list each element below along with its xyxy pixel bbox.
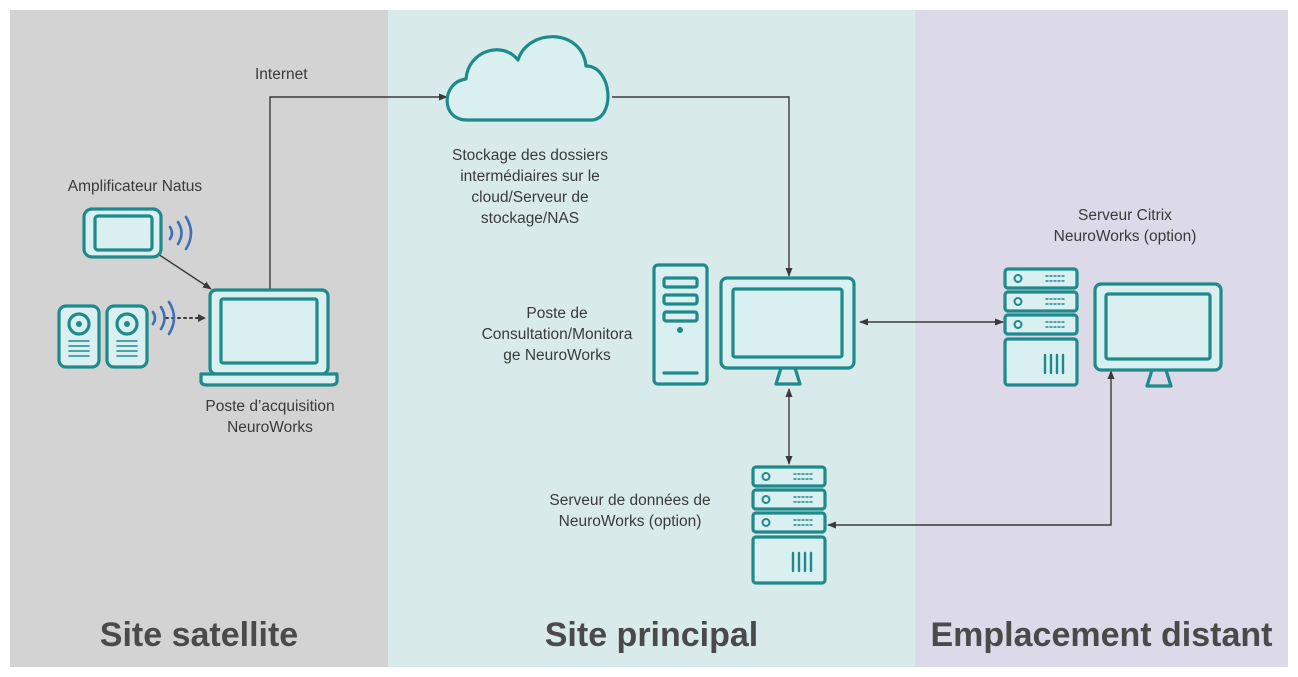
camera-wireless-icon (151, 300, 176, 336)
cloud-to-station-connector (612, 96, 793, 277)
dotted-link-arrowhead (198, 314, 206, 322)
citrix-server-label: Serveur Citrix NeuroWorks (option) (1053, 207, 1197, 245)
zone-title-remote: Emplacement distant (930, 616, 1273, 654)
dataserver-to-remote-connector (827, 370, 1115, 529)
storage-label: Stockage des dossiers intermédiaires sur… (452, 147, 608, 227)
review-station-label: Poste de Consultation/Monitora ge NeuroW… (481, 305, 633, 364)
desktop-tower-icon (652, 263, 709, 386)
internet-connector (269, 93, 448, 290)
acquisition-station-label: Poste d’acquisition NeuroWorks (205, 398, 335, 436)
amplifier-icon (82, 207, 193, 259)
amplifier-to-laptop-connector (157, 253, 212, 290)
camera-right-icon (105, 304, 149, 369)
main-monitor-icon (719, 276, 856, 386)
camera-left-icon (57, 304, 101, 369)
data-server-icon (751, 465, 827, 585)
cloud-icon (445, 35, 610, 122)
remote-monitor-icon (1093, 282, 1223, 388)
zone-title-satellite: Site satellite (99, 616, 299, 654)
internet-label: Internet (255, 66, 308, 83)
amplifier-label: Amplificateur Natus (67, 178, 203, 195)
zone-title-main: Site principal (544, 616, 759, 654)
laptop-icon (199, 288, 339, 387)
data-server-label: Serveur de données de NeuroWorks (option… (549, 492, 711, 530)
citrix-server-icon (1003, 267, 1079, 387)
